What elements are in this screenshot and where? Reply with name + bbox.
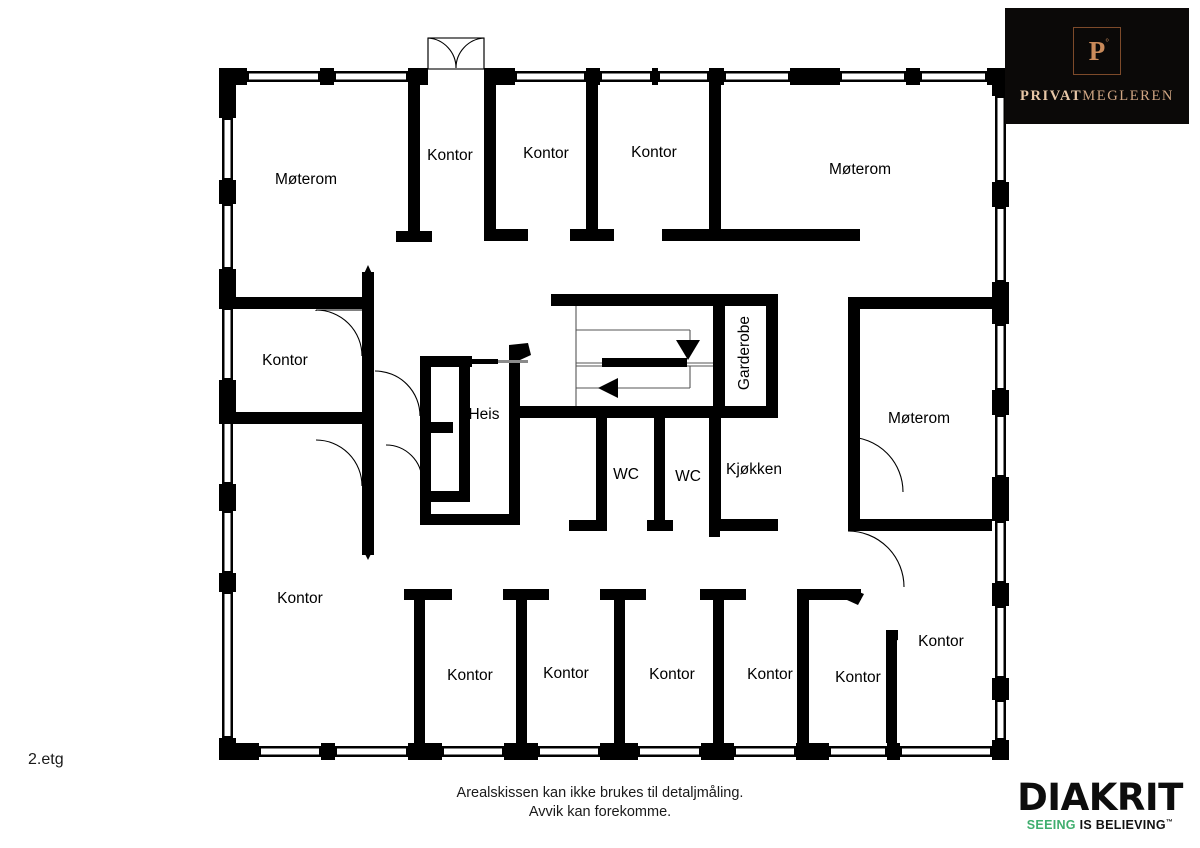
door-moterom-right-upper[interactable]: [847, 436, 904, 493]
kontor-mid-left-walls: [219, 412, 371, 424]
heis-core-walls: [420, 343, 531, 525]
diakrit-wordmark: DIAKRIT: [1017, 776, 1183, 819]
exterior-wall-left: [219, 68, 236, 760]
room-label-kontor-bottom-4: Kontor: [747, 666, 793, 683]
door-lower-left-office[interactable]: [315, 439, 363, 487]
room-label-moterom-top-right: Møterom: [829, 161, 891, 178]
room-label-kontor-top-1: Kontor: [427, 147, 473, 164]
exterior-wall-bottom: [219, 743, 1009, 760]
room-label-kontor-bottom-6: Kontor: [918, 633, 964, 650]
door-kontor-mid-left[interactable]: [315, 309, 363, 357]
exterior-wall-top: [219, 68, 1009, 85]
diakrit-tagline-green: SEEING: [1026, 818, 1076, 833]
bottom-right-partitions: [797, 589, 898, 743]
privatmegleren-p-letter: P: [1088, 35, 1106, 66]
stair-flight-lines: [575, 306, 713, 406]
diakrit-tagline-dark: IS BELIEVING: [1075, 818, 1166, 833]
room-label-moterom-right: Møterom: [888, 410, 950, 427]
room-label-kontor-bottom-2: Kontor: [543, 665, 589, 682]
door-moterom-right-lower[interactable]: [847, 530, 905, 588]
room-label-kontor-mid-left: Kontor: [262, 352, 308, 369]
room-label-kontor-top-3: Kontor: [631, 144, 677, 161]
exterior-wall-right: [992, 68, 1009, 760]
diakrit-logo: DIAKRIT SEEING IS BELIEVING™: [1010, 776, 1190, 832]
wc-kitchen-walls: [569, 418, 778, 537]
privatmegleren-word-bold: PRIVAT: [1020, 88, 1083, 104]
room-label-kontor-top-2: Kontor: [523, 145, 569, 162]
room-labels: Møterom Kontor Kontor Kontor Møterom Kon…: [262, 144, 964, 686]
room-label-kontor-bottom-5: Kontor: [835, 669, 881, 686]
disclaimer-line-2: Avvik kan forekomme.: [529, 804, 671, 820]
privatmegleren-word-thin: MEGLEREN: [1082, 88, 1174, 104]
privatmegleren-logo: P ° PRIVATMEGLEREN: [1005, 8, 1189, 124]
privatmegleren-wordmark: PRIVATMEGLEREN: [1020, 88, 1174, 105]
room-label-kontor-bottom-3: Kontor: [649, 666, 695, 683]
floor-label: 2.etg: [28, 751, 64, 768]
disclaimer-line-1: Arealskissen kan ikke brukes til detaljm…: [457, 785, 744, 801]
room-label-garderobe: Garderobe: [736, 316, 753, 390]
diakrit-trademark: ™: [1165, 818, 1174, 826]
entry-double-door[interactable]: [427, 37, 485, 70]
partition-walls-top-row: [396, 85, 860, 242]
door-heis-lower[interactable]: [385, 444, 423, 482]
door-heis-upper[interactable]: [374, 370, 421, 417]
stair-block-walls: [509, 294, 778, 418]
room-label-wc-2: WC: [675, 468, 701, 485]
kontor-lower-left-divider: [415, 589, 425, 743]
diakrit-tagline: SEEING IS BELIEVING™: [1010, 818, 1190, 832]
moterom-right-walls: [848, 297, 992, 531]
room-label-kontor-bottom-1: Kontor: [447, 667, 493, 684]
privatmegleren-mark-icon: P °: [1073, 27, 1121, 75]
room-label-wc-1: WC: [613, 466, 639, 483]
room-label-heis: Heis: [468, 406, 499, 423]
room-label-kjokken: Kjøkken: [726, 461, 782, 478]
room-label-moterom-top-left: Møterom: [275, 171, 337, 188]
privatmegleren-degree-mark: °: [1105, 37, 1109, 47]
room-label-kontor-lower-left: Kontor: [277, 590, 323, 607]
